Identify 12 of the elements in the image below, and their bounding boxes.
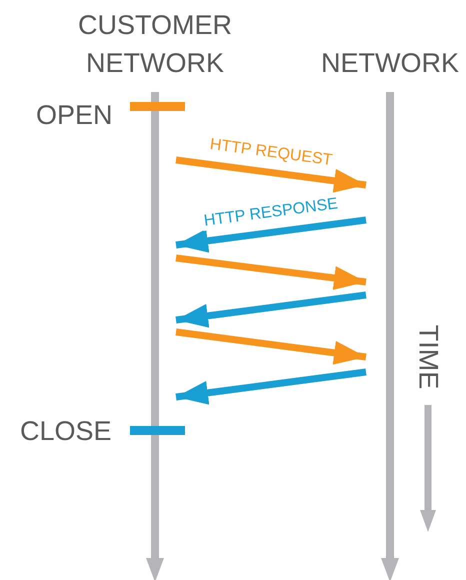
arrow — [176, 328, 366, 365]
arrow — [176, 292, 366, 328]
column-heading: CUSTOMER NETWORK — [76, 9, 233, 80]
arrow — [176, 368, 366, 405]
axis-label: CLOSE — [20, 416, 112, 446]
column-heading: NETWORK — [320, 46, 460, 80]
axis-label: OPEN — [36, 100, 113, 130]
arrow — [176, 156, 366, 193]
axis-label: TIME — [413, 324, 444, 390]
arrow — [176, 216, 366, 253]
edge-label: HTTP RESPONSE — [201, 194, 341, 230]
arrow — [176, 254, 366, 290]
